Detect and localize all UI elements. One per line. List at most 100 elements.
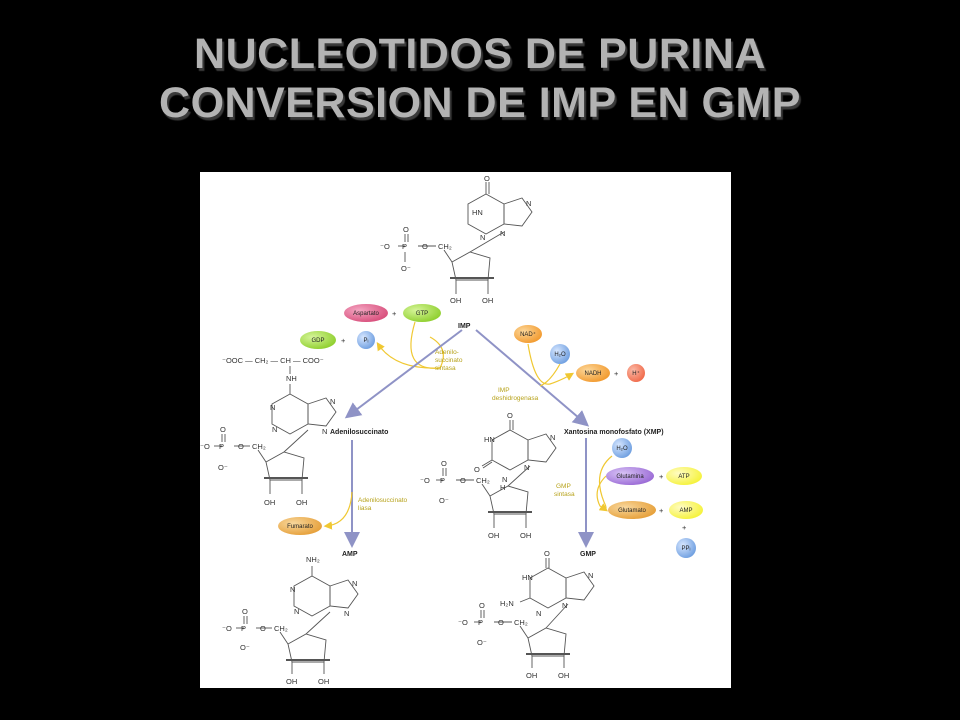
yellow-arrow-h2o-2 bbox=[598, 455, 613, 511]
gmp-n1: N bbox=[536, 609, 541, 618]
plus-4: + bbox=[659, 472, 664, 481]
imp-oh1: OH bbox=[450, 296, 461, 305]
enzyme-gmps-2: sintasa bbox=[554, 491, 575, 498]
glutamina-label: Glutamina bbox=[616, 474, 644, 480]
xmp-oh1: OH bbox=[488, 531, 499, 540]
enzyme-adl-2: liasa bbox=[358, 505, 372, 512]
adsuc-oh1: OH bbox=[264, 498, 275, 507]
imp-hn: HN bbox=[472, 208, 483, 217]
enzyme-ads-3: sintasa bbox=[435, 365, 456, 372]
fumarato-pill bbox=[278, 517, 322, 535]
amp-oh1: OH bbox=[286, 677, 297, 686]
plus-2: + bbox=[341, 336, 346, 345]
amp-n3: N bbox=[352, 579, 357, 588]
amp-nh2: NH₂ bbox=[306, 555, 320, 564]
xmp-o-side: O bbox=[474, 465, 480, 474]
adenilosuccinato-structure bbox=[214, 366, 337, 494]
slide-title: NUCLEOTIDOS DE PURINA CONVERSION DE IMP … bbox=[0, 30, 960, 128]
ooc-chain: ⁻OOC — CH₂ — CH — COO⁻ bbox=[222, 356, 324, 365]
gmp-po-o: O bbox=[479, 601, 485, 610]
h2o-circle-1 bbox=[550, 344, 570, 364]
gmp-o-minus: O⁻ bbox=[477, 638, 487, 647]
xmp-p: P bbox=[440, 476, 445, 485]
atp-pill bbox=[666, 467, 702, 485]
gmp-oh1: OH bbox=[526, 671, 537, 680]
yellow-arrow-fumarato bbox=[323, 491, 353, 530]
imp-n2: N bbox=[526, 199, 531, 208]
xmp-o-minus: O⁻ bbox=[439, 496, 449, 505]
nadh-pill bbox=[576, 364, 610, 382]
imp-oh2: OH bbox=[482, 296, 493, 305]
amp-label: AMP bbox=[342, 551, 358, 558]
amp-cofactor-pill bbox=[669, 501, 703, 519]
atp-label: ATP bbox=[678, 474, 689, 480]
imp-n3: N bbox=[500, 229, 505, 238]
imp-o-mid: O bbox=[422, 242, 428, 251]
plus-6: + bbox=[682, 523, 687, 532]
gdp-label: GDP bbox=[311, 338, 324, 344]
yellow-arrow-nad bbox=[527, 343, 575, 385]
title-line-2: CONVERSION DE IMP EN GMP bbox=[159, 79, 801, 127]
adsuc-n1: N bbox=[270, 403, 275, 412]
plus-5: + bbox=[659, 506, 664, 515]
xmp-po-o: O bbox=[441, 459, 447, 468]
amp-p: P bbox=[241, 624, 246, 633]
xmp-ch2: CH₂ bbox=[476, 476, 490, 485]
imp-label: IMP bbox=[458, 323, 471, 330]
amp-n2: N bbox=[294, 607, 299, 616]
amp-cofactor-label: AMP bbox=[679, 508, 692, 514]
adsuc-po-o: O bbox=[220, 425, 226, 434]
gmp-o-top: O bbox=[544, 549, 550, 558]
pathway-svg: HN N N N O O ⁻O P O CH₂ O⁻ OH OH IMP Asp… bbox=[200, 174, 703, 686]
h-plus-circle bbox=[627, 364, 645, 382]
gmp-n3: N bbox=[562, 601, 567, 610]
amp-oh2: OH bbox=[318, 677, 329, 686]
amp-o-left: ⁻O bbox=[222, 624, 232, 633]
amp-ch2: CH₂ bbox=[274, 624, 288, 633]
amp-n1: N bbox=[290, 585, 295, 594]
imp-o: O bbox=[484, 174, 490, 183]
enzyme-impdh-2: deshidrogenasa bbox=[492, 395, 539, 402]
h-plus-label: H⁺ bbox=[632, 370, 640, 377]
gmp-label: GMP bbox=[580, 551, 596, 558]
amp-o-minus: O⁻ bbox=[240, 643, 250, 652]
adsuc-p: P bbox=[219, 442, 224, 451]
pi-label-1: Pᵢ bbox=[364, 338, 369, 344]
gmp-hn: HN bbox=[522, 573, 533, 582]
h2o-circle-2 bbox=[612, 438, 632, 458]
glutamato-label: Glutamato bbox=[618, 508, 646, 514]
gmp-h2n: H₂N bbox=[500, 599, 514, 608]
xmp-n1: N bbox=[502, 475, 507, 484]
gtp-pill bbox=[403, 304, 441, 322]
amp-po-o: O bbox=[242, 607, 248, 616]
adenilosuccinato-label: Adenilosuccinato bbox=[330, 429, 388, 436]
xmp-oh2: OH bbox=[520, 531, 531, 540]
pathway-diagram: HN N N N O O ⁻O P O CH₂ O⁻ OH OH IMP Asp… bbox=[200, 172, 731, 688]
gmp-p: P bbox=[478, 618, 483, 627]
glutamato-pill bbox=[608, 501, 656, 519]
gdp-pill bbox=[300, 331, 336, 349]
ppi-circle bbox=[676, 538, 696, 558]
adsuc-n3: N bbox=[330, 397, 335, 406]
amp-o-mid: O bbox=[260, 624, 266, 633]
pi-circle-1 bbox=[357, 331, 375, 349]
imp-p: P bbox=[402, 242, 407, 251]
imp-o-minus: O⁻ bbox=[401, 264, 411, 273]
amp-n4: N bbox=[344, 609, 349, 618]
xmp-o-mid: O bbox=[460, 476, 466, 485]
xmp-h: H bbox=[500, 483, 505, 492]
plus-3: + bbox=[614, 369, 619, 378]
aspartato-label: Aspartato bbox=[353, 311, 379, 317]
imp-structure bbox=[398, 182, 533, 294]
h2o-label-2: H₂O bbox=[616, 446, 628, 452]
enzyme-gmps-1: GMP bbox=[556, 483, 571, 490]
yellow-arrow-gdp bbox=[376, 341, 441, 369]
adsuc-n2: N bbox=[272, 425, 277, 434]
h2o-label-1: H₂O bbox=[554, 352, 566, 358]
imp-po-o: O bbox=[403, 225, 409, 234]
xmp-structure bbox=[436, 420, 557, 528]
xmp-n3: N bbox=[524, 463, 529, 472]
xmp-hn: HN bbox=[484, 435, 495, 444]
enzyme-adl-1: Adenilosuccinato bbox=[358, 497, 408, 504]
adsuc-oh2: OH bbox=[296, 498, 307, 507]
